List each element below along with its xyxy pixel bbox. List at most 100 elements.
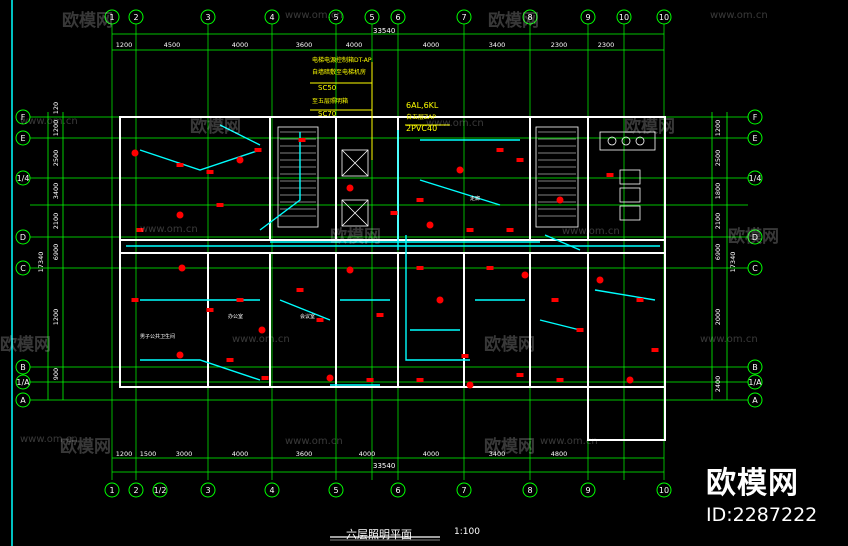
dim-bottom: 1500 <box>140 450 157 458</box>
svg-text:5: 5 <box>333 13 338 22</box>
axis-bubble-left: 1/4 <box>15 170 31 186</box>
dim-right: 1200 <box>714 120 722 137</box>
annot-5: SC70 <box>318 110 336 118</box>
dim-bottom: 1200 <box>116 450 133 458</box>
svg-text:2: 2 <box>133 13 138 22</box>
axis-bubble-left: B <box>15 359 31 375</box>
axis-bubble-right: B <box>747 359 763 375</box>
dim-top: 1200 <box>116 41 133 49</box>
svg-text:D: D <box>20 233 26 242</box>
svg-text:1/A: 1/A <box>748 378 762 387</box>
panel-label-1: 6AL,6KL <box>406 101 439 110</box>
light-fixtures <box>131 138 659 389</box>
annot-3: SC50 <box>318 84 336 92</box>
axis-bubble-bottom: 2 <box>128 482 144 498</box>
drawing-scale: 1:100 <box>454 527 480 537</box>
svg-text:1/A: 1/A <box>16 378 30 387</box>
svg-text:10: 10 <box>619 13 629 22</box>
svg-text:5: 5 <box>333 486 338 495</box>
axis-bubble-right: 1/A <box>747 374 763 390</box>
svg-text:3: 3 <box>205 13 210 22</box>
svg-text:6: 6 <box>395 486 400 495</box>
axis-bubble-left: 1/A <box>15 374 31 390</box>
svg-text:3: 3 <box>205 486 210 495</box>
dim-top: 4000 <box>232 41 249 49</box>
svg-text:E: E <box>752 134 757 143</box>
dim-right: 2500 <box>714 150 722 167</box>
svg-text:A: A <box>752 396 758 405</box>
dim-top: 2300 <box>598 41 615 49</box>
dim-bottom: 4000 <box>423 450 440 458</box>
axis-bubble-bottom: 7 <box>456 482 472 498</box>
room-label-3: 会议室 <box>300 313 315 320</box>
svg-text:A: A <box>20 396 26 405</box>
annotation-leader <box>310 62 450 160</box>
brand-logo: 欧模网 <box>706 466 799 501</box>
axis-bubble-bottom: 6 <box>390 482 406 498</box>
axis-bubble-bottom: 10 <box>656 482 672 498</box>
axis-bubble-top: 4 <box>264 9 280 25</box>
annot-4: 至五层照明箱 <box>312 97 348 105</box>
svg-text:7: 7 <box>461 13 466 22</box>
drawing-title: 六层照明平面 <box>346 528 412 541</box>
dim-left: 1200 <box>52 120 60 137</box>
dim-bottom: 4000 <box>359 450 376 458</box>
svg-text:9: 9 <box>585 486 590 495</box>
dim-bottom: 3000 <box>176 450 193 458</box>
lighting-circuits <box>126 124 660 386</box>
top-dimension-lines <box>47 33 728 473</box>
axis-bubble-right: D <box>747 229 763 245</box>
svg-text:1/4: 1/4 <box>17 174 30 183</box>
dim-right: 2000 <box>714 309 722 326</box>
dim-left: 3400 <box>52 183 60 200</box>
panel-label-3: 2PVC40 <box>406 124 437 133</box>
axis-bubble-right: C <box>747 260 763 276</box>
svg-text:9: 9 <box>585 13 590 22</box>
axis-bubble-left: C <box>15 260 31 276</box>
annot-1: 电梯电源控制箱DT-AP <box>312 56 372 64</box>
dim-top: 2300 <box>551 41 568 49</box>
svg-text:7: 7 <box>461 486 466 495</box>
axis-bubble-top: 1 <box>104 9 120 25</box>
svg-text:4: 4 <box>269 13 274 22</box>
dim-left: 2500 <box>52 150 60 167</box>
axis-bubble-bottom: 3 <box>200 482 216 498</box>
dim-right: 2400 <box>714 376 722 393</box>
total-dim-bottom: 33540 <box>373 462 395 470</box>
dim-top: 4000 <box>346 41 363 49</box>
dim-left: 6900 <box>52 244 60 261</box>
axis-bubble-top: 9 <box>580 9 596 25</box>
axis-bubble-top: 7 <box>456 9 472 25</box>
building-walls <box>119 116 666 441</box>
axis-bubble-right: 1/4 <box>747 170 763 186</box>
svg-text:6: 6 <box>395 13 400 22</box>
total-dim-top: 33540 <box>373 27 395 35</box>
axis-bubble-top: 5 <box>328 9 344 25</box>
svg-text:10: 10 <box>659 486 669 495</box>
dim-right: 1800 <box>714 183 722 200</box>
stairwell-left <box>277 126 319 228</box>
elevator-shafts <box>341 149 369 227</box>
brand-id: ID:2287222 <box>706 504 818 526</box>
annotation-texts: 电梯电源控制箱DT-AP 自墙暗敷至电梯机房 SC50 至五层照明箱 SC70 … <box>140 27 480 470</box>
svg-text:1/4: 1/4 <box>749 174 762 183</box>
svg-text:F: F <box>753 113 758 122</box>
svg-text:F: F <box>21 113 26 122</box>
svg-text:8: 8 <box>527 13 532 22</box>
axis-bubble-top: 3 <box>200 9 216 25</box>
axis-bubble-right: F <box>747 109 763 125</box>
svg-text:C: C <box>20 264 26 273</box>
axis-bubble-bottom: 1 <box>104 482 120 498</box>
dim-bottom: 3600 <box>296 450 313 458</box>
svg-text:5: 5 <box>369 13 374 22</box>
dim-left-total: 17340 <box>37 252 45 273</box>
annot-2: 自墙暗敷至电梯机房 <box>312 68 366 76</box>
svg-text:10: 10 <box>659 13 669 22</box>
dim-right: 6900 <box>714 244 722 261</box>
dim-left: 2100 <box>52 213 60 230</box>
svg-text:1/2: 1/2 <box>154 486 167 495</box>
axis-bubble-bottom: 8 <box>522 482 538 498</box>
axis-bubble-top: 2 <box>128 9 144 25</box>
